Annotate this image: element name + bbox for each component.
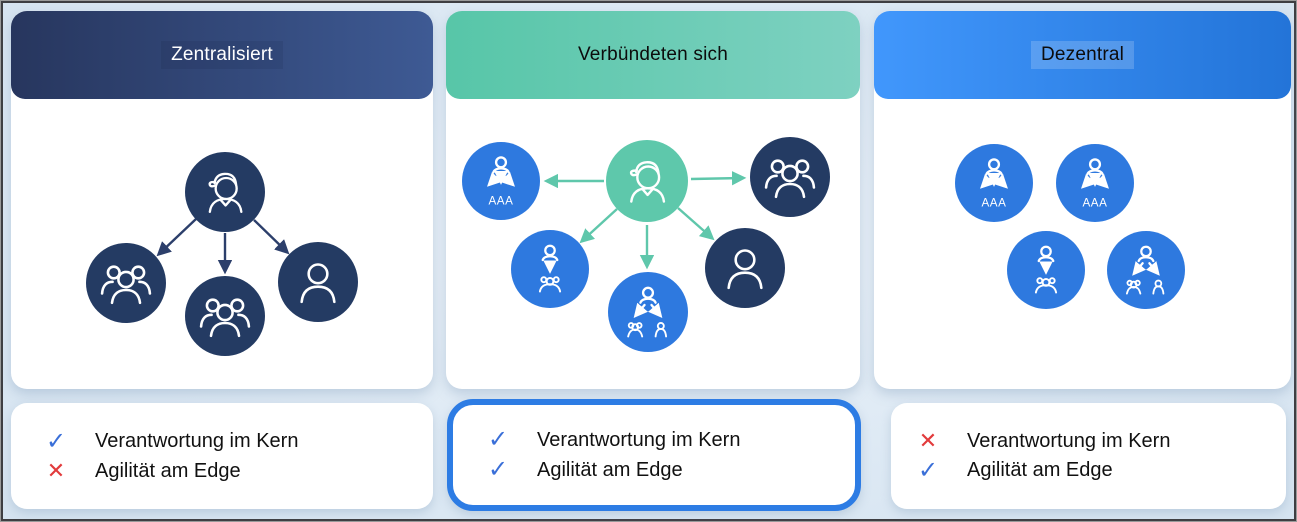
check-row: ✓ Agilität am Edge (453, 458, 855, 482)
check-label: Agilität am Edge (967, 459, 1113, 481)
team-node (185, 276, 265, 356)
checklist-card-zentralisiert: ✓ Verantwortung im Kern ✕ Agilität am Ed… (11, 403, 433, 509)
person-icon (727, 249, 763, 290)
person-down-team-icon (538, 244, 562, 293)
team-node (750, 137, 830, 217)
person-split-icon (1125, 245, 1165, 295)
aaa-label: AAA (1082, 196, 1107, 209)
check-label: Verantwortung im Kern (95, 430, 299, 452)
check-icon: ✓ (917, 456, 939, 484)
check-icon: ✓ (487, 456, 509, 483)
person-to-team-node (1007, 231, 1085, 309)
card-title: Zentralisiert (161, 41, 283, 69)
leader-woman-icon (629, 161, 666, 203)
delegate-arrows-icon: AAA (487, 156, 515, 207)
card-title: Verbündeten sich (577, 44, 729, 65)
check-row: ✕ Verantwortung im Kern (891, 430, 1286, 453)
check-label: Agilität am Edge (537, 458, 683, 481)
leader-node (185, 152, 265, 232)
cross-icon: ✕ (46, 458, 66, 483)
leader-node (606, 140, 688, 222)
aaa-label: AAA (488, 194, 513, 207)
person-split-node (1107, 231, 1185, 309)
check-label: Agilität am Edge (95, 459, 241, 482)
diagram-dezentral: AAA AAA (874, 107, 1291, 389)
person-split-icon (627, 286, 668, 338)
team-node (86, 243, 166, 323)
delegate-arrows-icon: AAA (980, 158, 1008, 209)
aaa-label: AAA (981, 196, 1006, 209)
delegated-authority-node: AAA (1056, 144, 1134, 222)
card-dezentral: Dezentral AAA (874, 11, 1291, 389)
check-row: ✓ Verantwortung im Kern (453, 428, 855, 452)
checklist-card-verbuendeten-sich: ✓ Verantwortung im Kern ✓ Agilität am Ed… (447, 399, 861, 511)
person-node (278, 242, 358, 322)
card-header-zentralisiert: Zentralisiert (11, 11, 433, 99)
person-split-node (608, 272, 688, 352)
diagram-verbuendeten-sich: AAA (446, 107, 860, 389)
cross-icon: ✕ (918, 428, 938, 453)
check-icon: ✓ (487, 426, 509, 453)
check-icon: ✓ (45, 427, 67, 455)
card-header-dezentral: Dezentral (874, 11, 1291, 99)
check-label: Verantwortung im Kern (967, 429, 1171, 452)
leader-woman-icon (208, 172, 243, 213)
delegated-authority-node: AAA (462, 142, 540, 220)
person-icon (300, 263, 336, 304)
check-row: ✕ Agilität am Edge (11, 460, 433, 483)
checklist-card-dezentral: ✕ Verantwortung im Kern ✓ Agilität am Ed… (891, 403, 1286, 509)
check-label: Verantwortung im Kern (537, 428, 741, 451)
person-down-team-icon (1034, 245, 1058, 294)
team-icon (764, 159, 816, 199)
card-title: Dezentral (1030, 41, 1135, 69)
diagram-zentralisiert (11, 107, 433, 389)
card-zentralisiert: Zentralisiert (11, 11, 433, 389)
check-row: ✓ Agilität am Edge (891, 456, 1286, 484)
delegated-authority-node: AAA (955, 144, 1033, 222)
person-node (705, 228, 785, 308)
team-icon (100, 265, 152, 305)
team-icon (199, 298, 251, 338)
person-to-team-node (511, 230, 589, 308)
card-header-verbuendeten-sich: Verbündeten sich (446, 11, 860, 99)
check-row: ✓ Verantwortung im Kern (11, 427, 433, 455)
delegate-arrows-icon: AAA (1081, 158, 1109, 209)
card-verbuendeten-sich: Verbündeten sich (446, 11, 860, 389)
